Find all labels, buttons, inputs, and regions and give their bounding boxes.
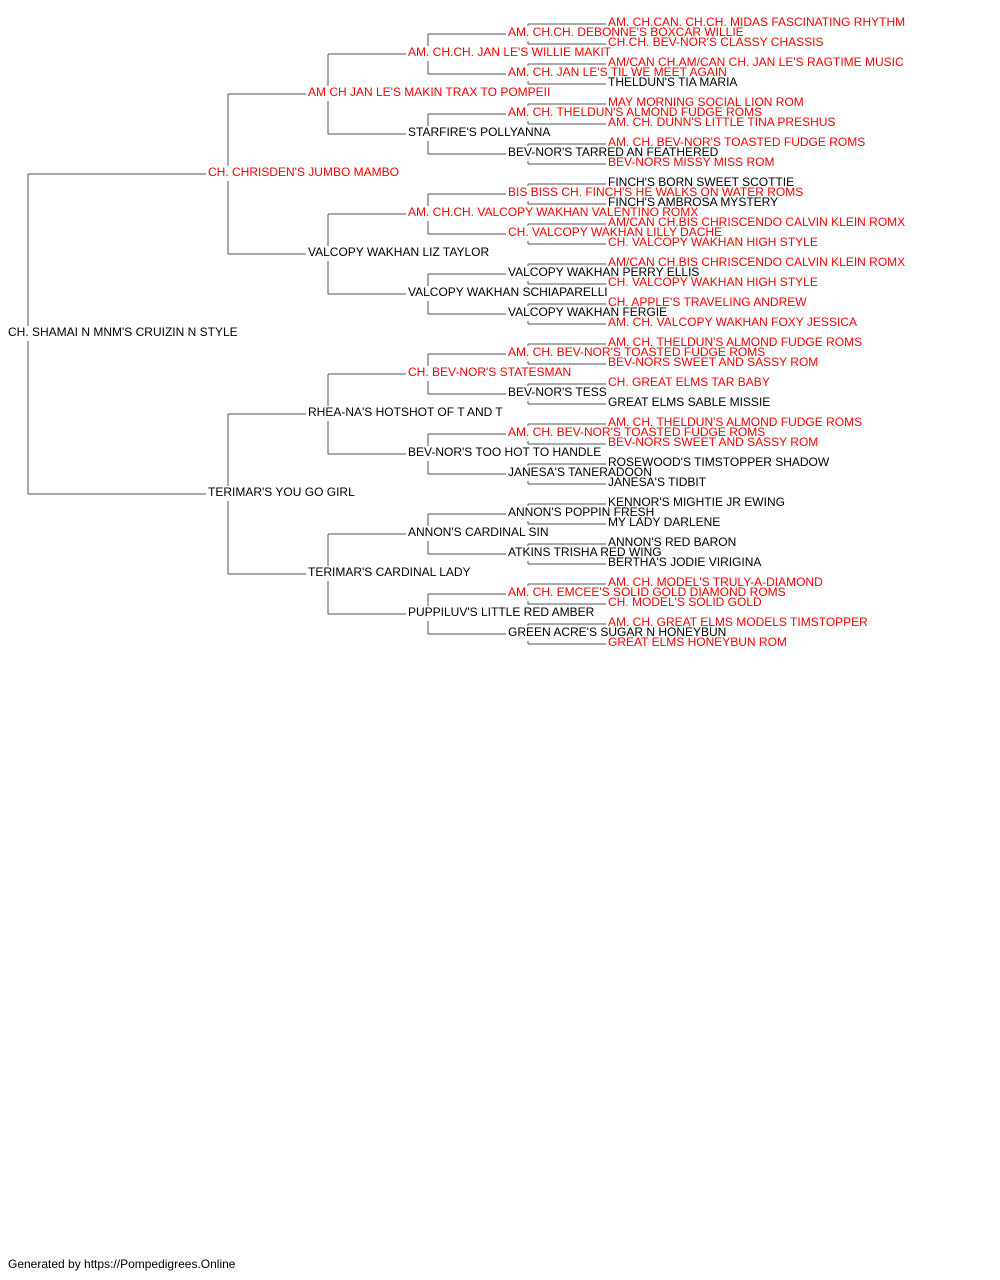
dog-name-gen4: AM. CH. JAN LE'S TIL WE MEET AGAIN bbox=[508, 65, 727, 79]
dog-name-gen4: GREEN ACRE'S SUGAR N HONEYBUN bbox=[508, 625, 726, 639]
dog-name-gen4: BIS BISS CH. FINCH'S HE WALKS ON WATER R… bbox=[508, 185, 803, 199]
dog-name-gen4: VALCOPY WAKHAN FERGIE bbox=[508, 305, 667, 319]
dog-name-gen4: ATKINS TRISHA RED WING bbox=[508, 545, 662, 559]
dog-name-gen5: AM. CH. GREAT ELMS MODELS TIMSTOPPER bbox=[608, 615, 868, 629]
dog-name-gen5: AM. CH.CAN. CH.CH. MIDAS FASCINATING RHY… bbox=[608, 15, 905, 29]
dog-name-gen5: ANNON'S RED BARON bbox=[608, 535, 736, 549]
dog-name-gen5: JANESA'S TIDBIT bbox=[608, 475, 707, 489]
dog-name-gen3: BEV-NOR'S TOO HOT TO HANDLE bbox=[408, 445, 601, 459]
dog-name-gen2: RHEA-NA'S HOTSHOT OF T AND T bbox=[308, 405, 503, 419]
dog-name-gen3: VALCOPY WAKHAN SCHIAPARELLI bbox=[408, 285, 608, 299]
dog-name-gen4: AM. CH. BEV-NOR'S TOASTED FUDGE ROMS bbox=[508, 345, 765, 359]
dog-name-gen3: STARFIRE'S POLLYANNA bbox=[408, 125, 550, 139]
dog-name-gen1: TERIMAR'S YOU GO GIRL bbox=[208, 485, 355, 499]
dog-name-gen5: AM/CAN CH.AM/CAN CH. JAN LE'S RAGTIME MU… bbox=[608, 55, 904, 69]
dog-name-gen3: ANNON'S CARDINAL SIN bbox=[408, 525, 549, 539]
dog-name-gen1: CH. CHRISDEN'S JUMBO MAMBO bbox=[208, 165, 399, 179]
dog-name-gen5: AM. CH. THELDUN'S ALMOND FUDGE ROMS bbox=[608, 335, 862, 349]
dog-name-gen4: VALCOPY WAKHAN PERRY ELLIS bbox=[508, 265, 699, 279]
dog-name-gen3: AM. CH.CH. JAN LE'S WILLIE MAKIT bbox=[408, 45, 612, 59]
dog-name-gen4: AM. CH. EMCEE'S SOLID GOLD DIAMOND ROMS bbox=[508, 585, 786, 599]
dog-name-gen2: TERIMAR'S CARDINAL LADY bbox=[308, 565, 471, 579]
dog-name-gen5: BEV-NORS SWEET AND SASSY ROM bbox=[608, 435, 818, 449]
dog-name-gen2: AM CH JAN LE'S MAKIN TRAX TO POMPEII bbox=[308, 85, 550, 99]
dog-name-gen0: CH. SHAMAI N MNM'S CRUIZIN N STYLE bbox=[8, 325, 238, 339]
dog-name-gen5: BEV-NORS SWEET AND SASSY ROM bbox=[608, 355, 818, 369]
dog-name-gen5: AM. CH. DUNN'S LITTLE TINA PRESHUS bbox=[608, 115, 835, 129]
dog-name-gen4: BEV-NOR'S TESS bbox=[508, 385, 607, 399]
dog-name-gen4: AM. CH. THELDUN'S ALMOND FUDGE ROMS bbox=[508, 105, 762, 119]
dog-name-gen3: AM. CH.CH. VALCOPY WAKHAN VALENTINO ROMX bbox=[408, 205, 698, 219]
dog-name-gen5: MY LADY DARLENE bbox=[608, 515, 720, 529]
dog-name-gen5: CH.CH. BEV-NOR'S CLASSY CHASSIS bbox=[608, 35, 823, 49]
dog-name-gen4: AM. CH.CH. DEBONNE'S BOXCAR WILLIE bbox=[508, 25, 744, 39]
dog-name-gen5: CH. GREAT ELMS TAR BABY bbox=[608, 375, 770, 389]
dog-name-gen5: BERTHA'S JODIE VIRIGINA bbox=[608, 555, 761, 569]
dog-name-gen3: CH. BEV-NOR'S STATESMAN bbox=[408, 365, 571, 379]
dog-name-gen5: CH. APPLE'S TRAVELING ANDREW bbox=[608, 295, 807, 309]
dog-name-gen5: CH. VALCOPY WAKHAN HIGH STYLE bbox=[608, 275, 818, 289]
dog-name-gen5: GREAT ELMS SABLE MISSIE bbox=[608, 395, 770, 409]
dog-name-gen5: KENNOR'S MIGHTIE JR EWING bbox=[608, 495, 785, 509]
dog-name-gen5: THELDUN'S TIA MARIA bbox=[608, 75, 737, 89]
dog-name-gen5: BEV-NORS MISSY MISS ROM bbox=[608, 155, 774, 169]
dog-name-gen5: AM/CAN CH.BIS CHRISCENDO CALVIN KLEIN RO… bbox=[608, 255, 905, 269]
dog-name-gen5: CH. MODEL'S SOLID GOLD bbox=[608, 595, 762, 609]
dog-name-gen3: PUPPILUV'S LITTLE RED AMBER bbox=[408, 605, 595, 619]
dog-name-gen4: AM. CH. BEV-NOR'S TOASTED FUDGE ROMS bbox=[508, 425, 765, 439]
dog-name-gen5: AM. CH. THELDUN'S ALMOND FUDGE ROMS bbox=[608, 415, 862, 429]
dog-name-gen5: AM/CAN CH.BIS CHRISCENDO CALVIN KLEIN RO… bbox=[608, 215, 905, 229]
dog-name-gen4: ANNON'S POPPIN FRESH bbox=[508, 505, 654, 519]
dog-name-gen5: FINCH'S AMBROSA MYSTERY bbox=[608, 195, 778, 209]
dog-name-gen5: GREAT ELMS HONEYBUN ROM bbox=[608, 635, 787, 649]
dog-name-gen5: AM. CH. BEV-NOR'S TOASTED FUDGE ROMS bbox=[608, 135, 865, 149]
dog-name-gen5: MAY MORNING SOCIAL LION ROM bbox=[608, 95, 804, 109]
dog-name-gen4: CH. VALCOPY WAKHAN LILLY DACHE bbox=[508, 225, 722, 239]
dog-name-gen5: CH. VALCOPY WAKHAN HIGH STYLE bbox=[608, 235, 818, 249]
dog-name-gen2: VALCOPY WAKHAN LIZ TAYLOR bbox=[308, 245, 489, 259]
dog-name-gen5: ROSEWOOD'S TIMSTOPPER SHADOW bbox=[608, 455, 830, 469]
dog-name-gen5: AM. CH. VALCOPY WAKHAN FOXY JESSICA bbox=[608, 315, 857, 329]
dog-name-gen5: FINCH'S BORN SWEET SCOTTIE bbox=[608, 175, 794, 189]
footer-credit: Generated by https://Pompedigrees.Online bbox=[8, 1257, 236, 1271]
dog-name-gen4: BEV-NOR'S TARRED AN FEATHERED bbox=[508, 145, 719, 159]
dog-name-gen4: JANESA'S TANERADOON bbox=[508, 465, 652, 479]
dog-name-gen5: AM. CH. MODEL'S TRULY-A-DIAMOND bbox=[608, 575, 823, 589]
